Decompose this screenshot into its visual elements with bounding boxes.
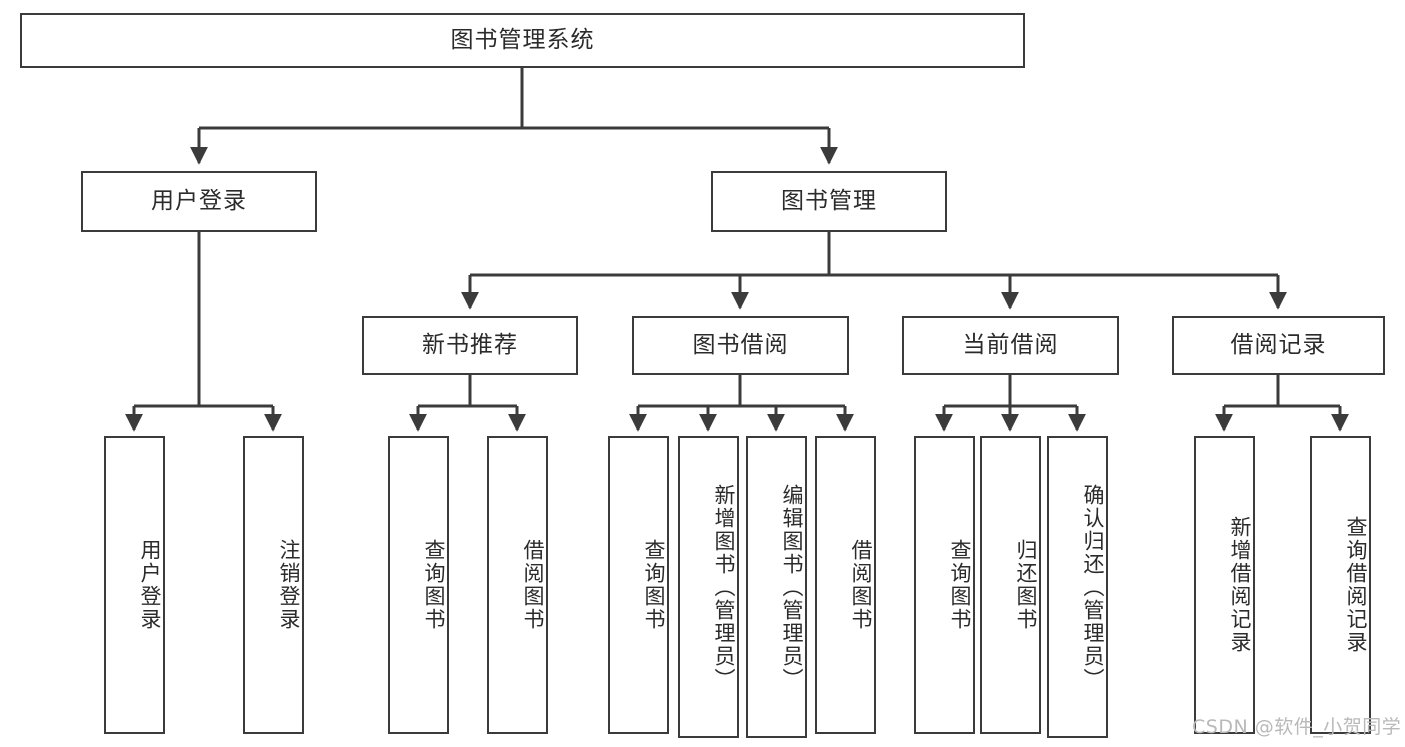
node-leaf-return-book-label: 归还图书 [1014,539,1038,631]
node-root[interactable]: 图书管理系统 [20,13,1025,68]
node-leaf-user-login-label: 用户登录 [138,539,162,631]
node-leaf-add-book-label: 新增图书（管理员） [712,483,736,691]
node-leaf-return-book[interactable]: 归还图书 [980,436,1041,734]
node-leaf-borrow-book-2[interactable]: 借阅图书 [815,436,876,734]
node-leaf-query-book-3-label: 查询图书 [948,539,972,631]
node-leaf-edit-book-label: 编辑图书（管理员） [780,483,804,691]
node-leaf-add-book[interactable]: 新增图书（管理员） [678,436,739,738]
node-leaf-query-record[interactable]: 查询借阅记录 [1310,436,1371,734]
node-leaf-add-record-label: 新增借阅记录 [1228,516,1252,654]
node-new-book-rec-label: 新书推荐 [422,331,518,358]
node-leaf-borrow-book-1[interactable]: 借阅图书 [487,436,548,734]
node-leaf-edit-book[interactable]: 编辑图书（管理员） [746,436,807,738]
node-leaf-query-book-2[interactable]: 查询图书 [608,436,669,734]
node-borrow-record[interactable]: 借阅记录 [1172,316,1385,375]
node-user-login[interactable]: 用户登录 [81,171,317,232]
node-leaf-query-book-3[interactable]: 查询图书 [914,436,975,734]
node-leaf-query-book-1-label: 查询图书 [422,539,446,631]
node-borrow-record-label: 借阅记录 [1230,331,1327,358]
node-leaf-query-book-2-label: 查询图书 [642,539,666,631]
node-leaf-confirm-return[interactable]: 确认归还（管理员） [1047,436,1108,738]
node-current-borrow-label: 当前借阅 [962,331,1059,358]
node-leaf-user-login[interactable]: 用户登录 [104,436,165,734]
node-leaf-add-record[interactable]: 新增借阅记录 [1194,436,1255,734]
node-book-manage-label: 图书管理 [781,187,877,214]
node-new-book-rec[interactable]: 新书推荐 [362,316,578,375]
node-current-borrow[interactable]: 当前借阅 [902,316,1119,375]
csdn-watermark: CSDN @软件_小贺同学 [1192,716,1402,738]
node-leaf-user-logout-label: 注销登录 [277,539,301,631]
node-leaf-query-record-label: 查询借阅记录 [1344,516,1368,654]
node-leaf-user-logout[interactable]: 注销登录 [243,436,304,734]
node-book-manage[interactable]: 图书管理 [711,171,947,232]
node-user-login-label: 用户登录 [151,187,247,214]
node-book-borrow[interactable]: 图书借阅 [632,316,849,375]
node-book-borrow-label: 图书借阅 [692,331,789,358]
node-leaf-confirm-return-label: 确认归还（管理员） [1081,483,1105,691]
node-leaf-borrow-book-2-label: 借阅图书 [849,539,873,631]
node-leaf-borrow-book-1-label: 借阅图书 [521,539,545,631]
node-root-label: 图书管理系统 [450,26,595,53]
node-leaf-query-book-1[interactable]: 查询图书 [388,436,449,734]
